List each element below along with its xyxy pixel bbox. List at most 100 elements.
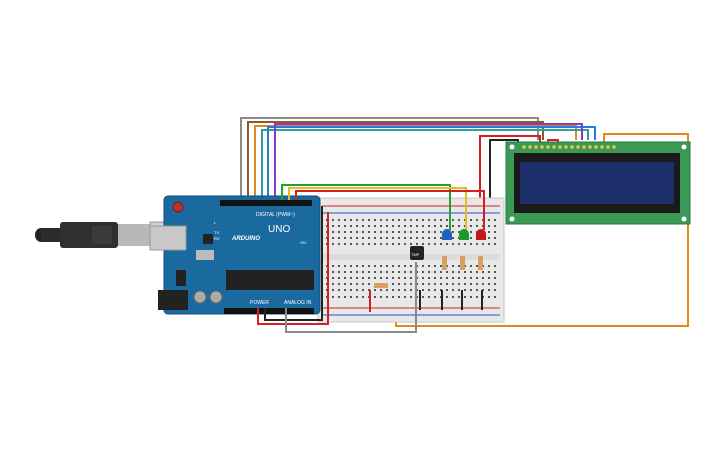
breadboard-hole: [374, 237, 376, 239]
breadboard-hole: [398, 219, 400, 221]
breadboard-hole: [350, 296, 352, 298]
breadboard-hole: [410, 265, 412, 267]
breadboard-hole: [494, 289, 496, 291]
breadboard-hole: [464, 283, 466, 285]
breadboard-hole: [392, 296, 394, 298]
lcd-pin: [552, 145, 556, 149]
lcd-pin: [558, 145, 562, 149]
breadboard-hole: [344, 277, 346, 279]
breadboard-hole: [398, 231, 400, 233]
arduino-model: UNO: [268, 224, 290, 235]
wire-teal: [261, 129, 589, 200]
breadboard-hole: [410, 243, 412, 245]
breadboard-hole: [458, 243, 460, 245]
breadboard-hole: [368, 219, 370, 221]
breadboard-hole: [404, 283, 406, 285]
breadboard-hole: [398, 296, 400, 298]
breadboard-hole: [374, 271, 376, 273]
resistor-3: [478, 256, 483, 270]
breadboard-hole: [428, 225, 430, 227]
breadboard-hole: [392, 231, 394, 233]
breadboard-hole: [332, 225, 334, 227]
breadboard-hole: [368, 237, 370, 239]
breadboard-hole: [494, 265, 496, 267]
breadboard-hole: [482, 283, 484, 285]
breadboard-hole: [356, 243, 358, 245]
breadboard-hole: [374, 289, 376, 291]
breadboard-hole: [440, 265, 442, 267]
breadboard-hole: [344, 225, 346, 227]
capacitor-2: [209, 290, 223, 304]
breadboard-hole: [422, 225, 424, 227]
breadboard-hole: [422, 283, 424, 285]
breadboard-hole: [488, 289, 490, 291]
breadboard-hole: [332, 289, 334, 291]
breadboard-hole: [416, 243, 418, 245]
breadboard-hole: [392, 237, 394, 239]
breadboard-hole: [446, 219, 448, 221]
breadboard-hole: [440, 283, 442, 285]
breadboard-hole: [434, 265, 436, 267]
breadboard: [317, 197, 505, 323]
breadboard-hole: [446, 277, 448, 279]
breadboard-hole: [470, 237, 472, 239]
breadboard-hole: [428, 289, 430, 291]
lcd-pin: [564, 145, 568, 149]
breadboard-hole: [416, 231, 418, 233]
breadboard-hole: [452, 283, 454, 285]
breadboard-hole: [344, 296, 346, 298]
resistor-2: [460, 256, 465, 270]
led-label-l: L: [214, 220, 217, 225]
breadboard-hole: [362, 283, 364, 285]
breadboard-hole: [386, 271, 388, 273]
breadboard-hole: [356, 277, 358, 279]
breadboard-hole: [452, 237, 454, 239]
breadboard-hole: [368, 277, 370, 279]
breadboard-hole: [434, 296, 436, 298]
breadboard-hole: [494, 283, 496, 285]
lcd-pin: [546, 145, 550, 149]
lcd-pin: [576, 145, 580, 149]
breadboard-hole: [440, 231, 442, 233]
breadboard-hole: [452, 219, 454, 221]
breadboard-hole: [338, 283, 340, 285]
breadboard-hole: [494, 231, 496, 233]
wire-yellow-led: [288, 187, 467, 230]
breadboard-hole: [428, 283, 430, 285]
breadboard-hole: [452, 296, 454, 298]
breadboard-hole: [488, 265, 490, 267]
breadboard-hole: [422, 237, 424, 239]
breadboard-hole: [332, 237, 334, 239]
breadboard-hole: [368, 225, 370, 227]
lcd-pin: [588, 145, 592, 149]
lcd-pin: [600, 145, 604, 149]
breadboard-hole: [452, 271, 454, 273]
breadboard-hole: [440, 271, 442, 273]
breadboard-hole: [488, 271, 490, 273]
breadboard-hole: [458, 265, 460, 267]
breadboard-hole: [404, 296, 406, 298]
led-blue: [442, 229, 452, 240]
breadboard-hole: [464, 296, 466, 298]
breadboard-hole: [470, 219, 472, 221]
breadboard-hole: [344, 265, 346, 267]
breadboard-hole: [332, 271, 334, 273]
breadboard-hole: [350, 265, 352, 267]
breadboard-hole: [350, 277, 352, 279]
breadboard-hole: [350, 283, 352, 285]
breadboard-hole: [488, 283, 490, 285]
breadboard-hole: [440, 277, 442, 279]
breadboard-hole: [476, 271, 478, 273]
breadboard-hole: [482, 243, 484, 245]
breadboard-hole: [362, 265, 364, 267]
on-label: ON: [300, 240, 306, 245]
breadboard-hole: [380, 271, 382, 273]
breadboard-hole: [428, 231, 430, 233]
breadboard-hole: [440, 225, 442, 227]
breadboard-hole: [332, 231, 334, 233]
breadboard-hole: [488, 231, 490, 233]
breadboard-hole: [350, 219, 352, 221]
lcd-pin: [528, 145, 532, 149]
breadboard-hole: [470, 265, 472, 267]
led-label-tx: TX: [214, 230, 219, 235]
